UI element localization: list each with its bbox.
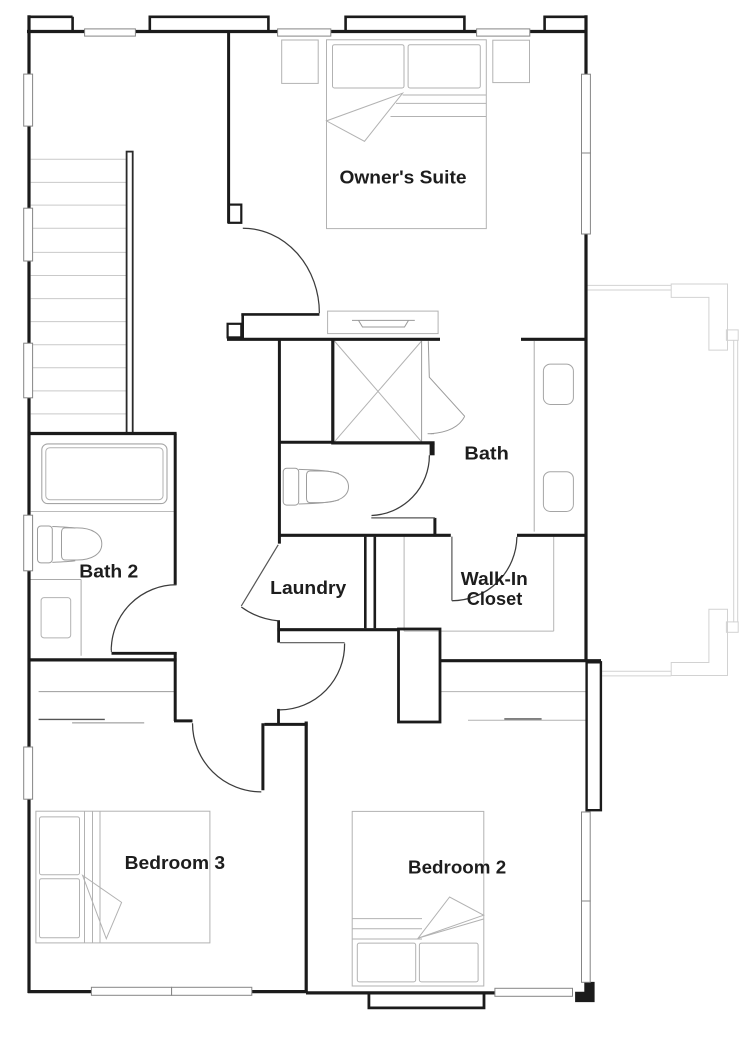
svg-text:Bath: Bath (464, 443, 508, 464)
svg-text:Laundry: Laundry (270, 577, 347, 598)
svg-text:Owner's Suite: Owner's Suite (340, 167, 467, 188)
svg-text:Closet: Closet (467, 588, 523, 609)
svg-text:Bedroom 3: Bedroom 3 (125, 852, 226, 873)
svg-text:Walk-In: Walk-In (461, 568, 528, 589)
svg-text:Bedroom 2: Bedroom 2 (408, 856, 506, 877)
svg-text:Bath 2: Bath 2 (79, 561, 138, 582)
